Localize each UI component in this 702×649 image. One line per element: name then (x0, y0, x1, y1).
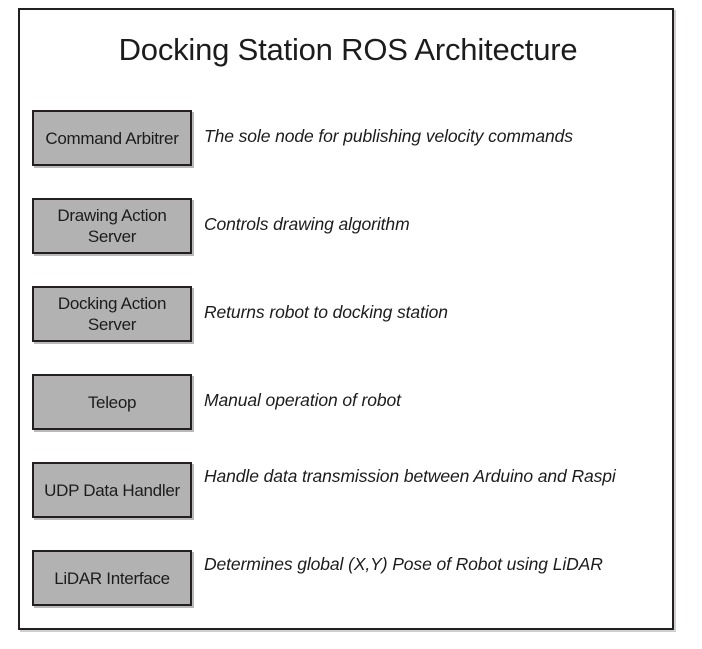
node-box-drawing-action-server[interactable]: Drawing Action Server (32, 198, 192, 254)
node-label: Teleop (87, 392, 137, 412)
node-description: Handle data transmission between Arduino… (204, 466, 616, 486)
architecture-row: Command Arbitrer The sole node for publi… (20, 102, 676, 190)
architecture-row: LiDAR Interface Determines global (X,Y) … (20, 542, 676, 630)
node-label: Docking Action Server (57, 294, 167, 334)
architecture-row: Drawing Action Server Controls drawing a… (20, 190, 676, 278)
node-label: LiDAR Interface (54, 568, 170, 588)
architecture-row: Docking Action Server Returns robot to d… (20, 278, 676, 366)
node-description: Determines global (X,Y) Pose of Robot us… (204, 554, 603, 574)
node-label: Drawing Action Server (57, 206, 167, 246)
node-label: Command Arbitrer (45, 128, 179, 148)
architecture-row: UDP Data Handler Handle data transmissio… (20, 454, 676, 542)
node-description: The sole node for publishing velocity co… (204, 126, 573, 146)
node-box-udp-data-handler[interactable]: UDP Data Handler (32, 462, 192, 518)
node-description: Controls drawing algorithm (204, 214, 410, 234)
figure-frame: Docking Station ROS Architecture Command… (18, 8, 674, 630)
node-box-docking-action-server[interactable]: Docking Action Server (32, 286, 192, 342)
page-title: Docking Station ROS Architecture (118, 32, 578, 67)
node-description: Returns robot to docking station (204, 302, 448, 322)
architecture-row: Teleop Manual operation of robot (20, 366, 676, 454)
node-box-lidar-interface[interactable]: LiDAR Interface (32, 550, 192, 606)
node-box-command-arbitrer[interactable]: Command Arbitrer (32, 110, 192, 166)
architecture-node-list: Command Arbitrer The sole node for publi… (20, 102, 676, 630)
node-description: Manual operation of robot (204, 390, 401, 410)
node-label: UDP Data Handler (44, 480, 180, 500)
node-box-teleop[interactable]: Teleop (32, 374, 192, 430)
